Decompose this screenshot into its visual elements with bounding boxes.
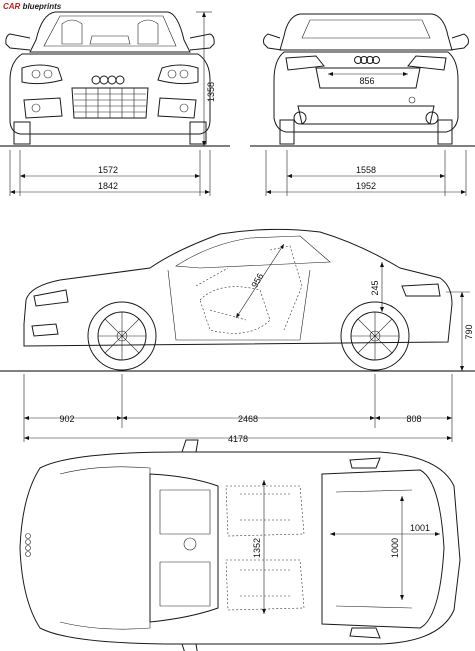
side-wheelbase-label: 2468 — [238, 414, 258, 424]
rear-view: 856 1558 1952 — [250, 13, 475, 196]
side-front-overhang-label: 902 — [59, 414, 74, 424]
top-trunk-width-label: 1001 — [410, 523, 430, 533]
front-track-label: 1572 — [98, 165, 118, 175]
brand-logo-part2: blueprints — [20, 2, 62, 11]
rear-plate-width-label: 856 — [359, 76, 374, 86]
rear-width-label: 1952 — [356, 181, 376, 191]
side-rear-wheel — [340, 301, 410, 371]
brand-logo-part1: CAR — [3, 2, 21, 11]
top-cabin-width-label: 1352 — [252, 538, 262, 558]
side-front-wheel — [87, 301, 157, 371]
side-height-label: 790 — [464, 324, 474, 339]
side-view: 956 245 790 902 2468 80 — [0, 228, 475, 444]
front-logo-rings — [91, 75, 125, 85]
side-length-label: 4178 — [228, 434, 248, 444]
front-height-label: 1358 — [206, 82, 216, 102]
front-width-label: 1842 — [98, 181, 118, 191]
side-rear-overhang-label: 808 — [406, 414, 421, 424]
side-seat-diag-label: 956 — [249, 271, 265, 289]
rear-track-label: 1558 — [356, 165, 376, 175]
side-roof-dim-label: 245 — [370, 280, 380, 295]
front-view: 1358 1572 1842 — [0, 11, 230, 196]
top-view: 1352 1000 1001 — [19, 439, 461, 651]
brand-logo: CAR blueprints — [3, 2, 61, 11]
top-trunk-length-label: 1000 — [390, 538, 400, 558]
